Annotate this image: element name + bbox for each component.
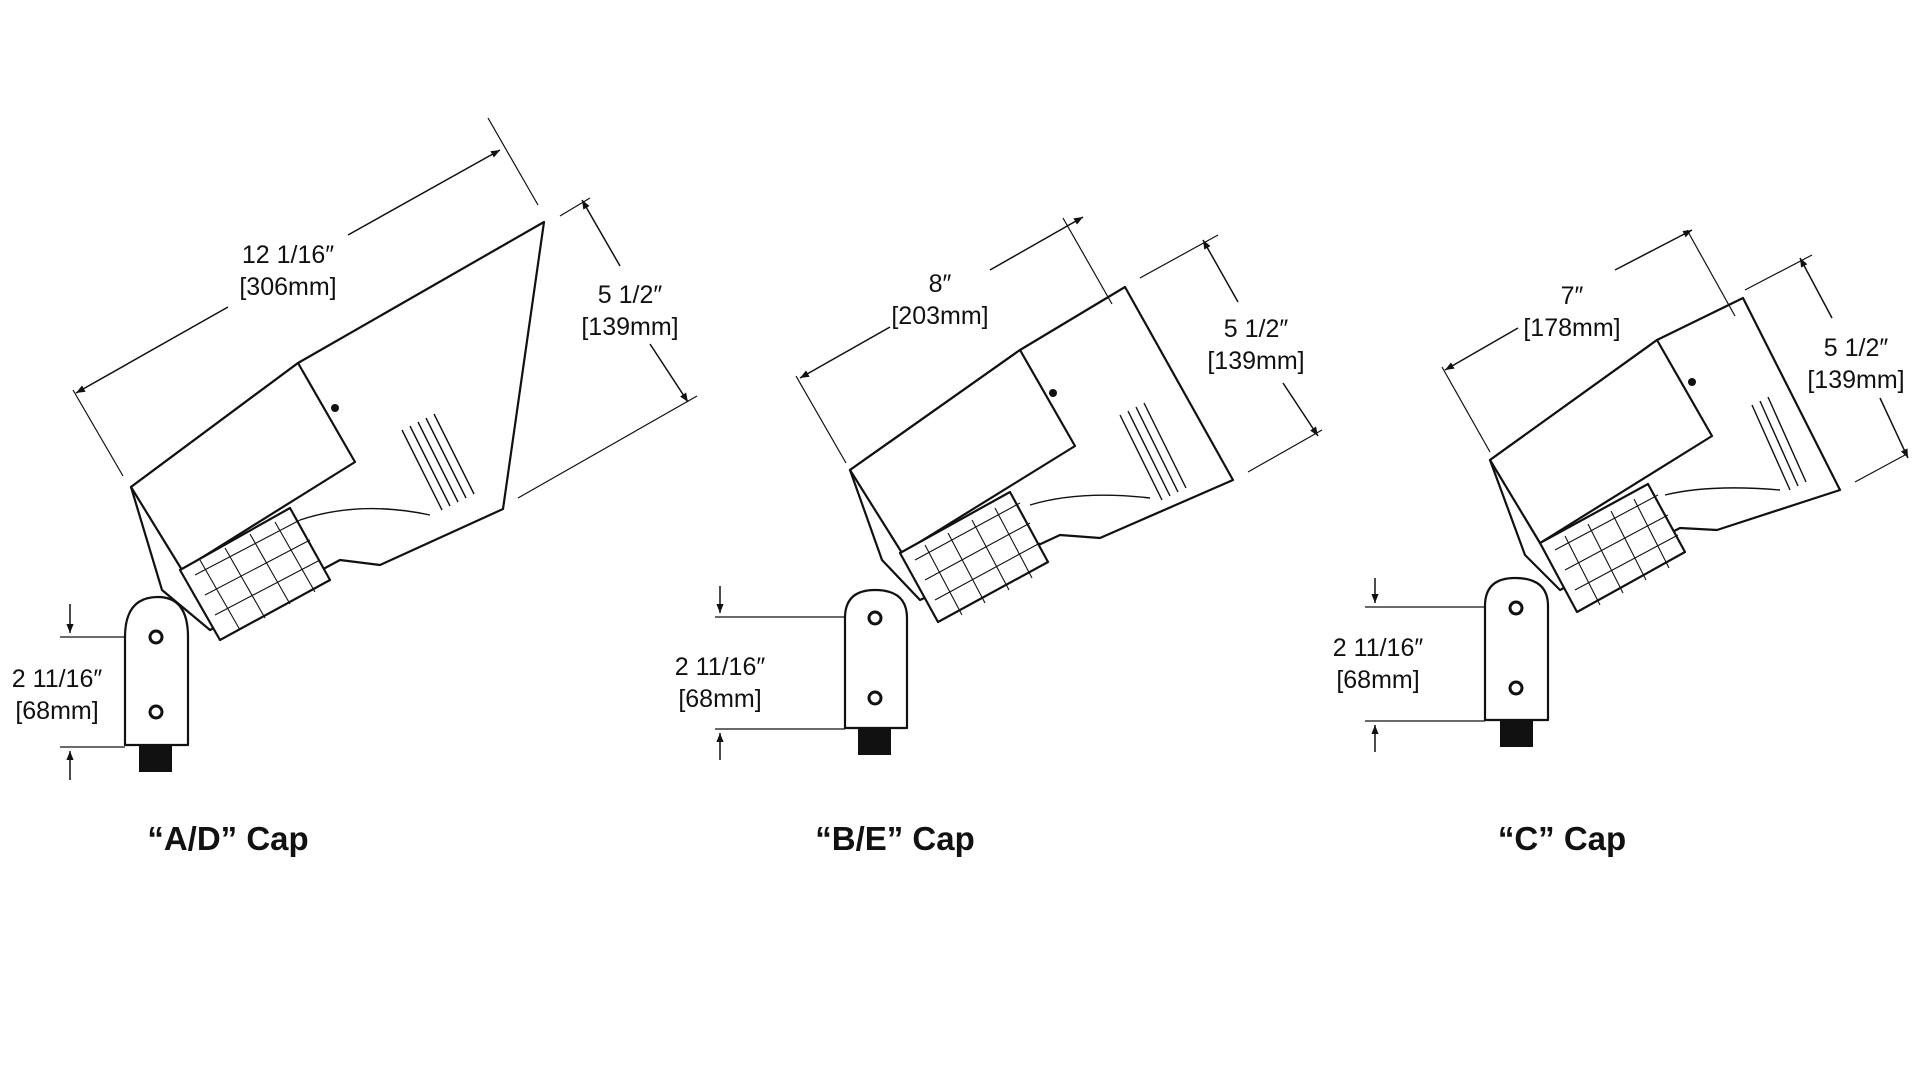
- ad-length-imperial: 12 1/16″: [242, 241, 334, 269]
- c-length-metric: [178mm]: [1523, 314, 1620, 342]
- be-mount-metric: [68mm]: [678, 685, 761, 713]
- c-cap-label: “C” Cap: [1498, 820, 1626, 857]
- ad-height-metric: [139mm]: [581, 313, 678, 341]
- ad-length-metric: [306mm]: [239, 273, 336, 301]
- be-mount-imperial: 2 11/16″: [675, 653, 766, 681]
- mount-knuckle: [843, 588, 909, 755]
- screw-dot: [331, 404, 339, 412]
- lamp-cutaway: [178, 506, 332, 642]
- mount-knuckle: [123, 595, 190, 772]
- c-mount-metric: [68mm]: [1336, 666, 1419, 694]
- c-length-imperial: 7″: [1561, 282, 1584, 310]
- dim-labels: 12 1/16″ [306mm] 5 1/2″ [139mm] 2 11/16″…: [12, 241, 1905, 725]
- be-height-metric: [139mm]: [1207, 347, 1304, 375]
- dims-ad-cap: [60, 117, 698, 780]
- lamp-cutaway: [1538, 482, 1687, 614]
- be-height-imperial: 5 1/2″: [1224, 315, 1289, 343]
- dims-be-cap: [715, 216, 1323, 760]
- c-mount-imperial: 2 11/16″: [1333, 634, 1424, 662]
- ad-cap-label: “A/D” Cap: [147, 820, 308, 857]
- screw-dot: [1688, 378, 1696, 386]
- screw-dot: [1049, 389, 1057, 397]
- lens-fins: [1751, 396, 1807, 491]
- mount-knuckle: [1483, 576, 1550, 747]
- dims-c-cap: [1365, 229, 1909, 752]
- lens-fins: [401, 413, 475, 511]
- fixture-ad-cap: [123, 220, 546, 772]
- c-height-metric: [139mm]: [1807, 366, 1904, 394]
- lens-fins: [1119, 402, 1187, 501]
- fixture-be-cap: [843, 285, 1235, 755]
- cap-labels: “A/D” Cap “B/E” Cap “C” Cap: [147, 820, 1626, 857]
- lamp-cutaway: [898, 490, 1050, 624]
- be-cap-label: “B/E” Cap: [815, 820, 975, 857]
- ad-height-imperial: 5 1/2″: [598, 281, 663, 309]
- ad-mount-metric: [68mm]: [15, 697, 98, 725]
- be-length-imperial: 8″: [929, 270, 952, 298]
- c-height-imperial: 5 1/2″: [1824, 334, 1889, 362]
- ad-mount-imperial: 2 11/16″: [12, 665, 103, 693]
- fixture-c-cap: [1483, 296, 1842, 747]
- be-length-metric: [203mm]: [891, 302, 988, 330]
